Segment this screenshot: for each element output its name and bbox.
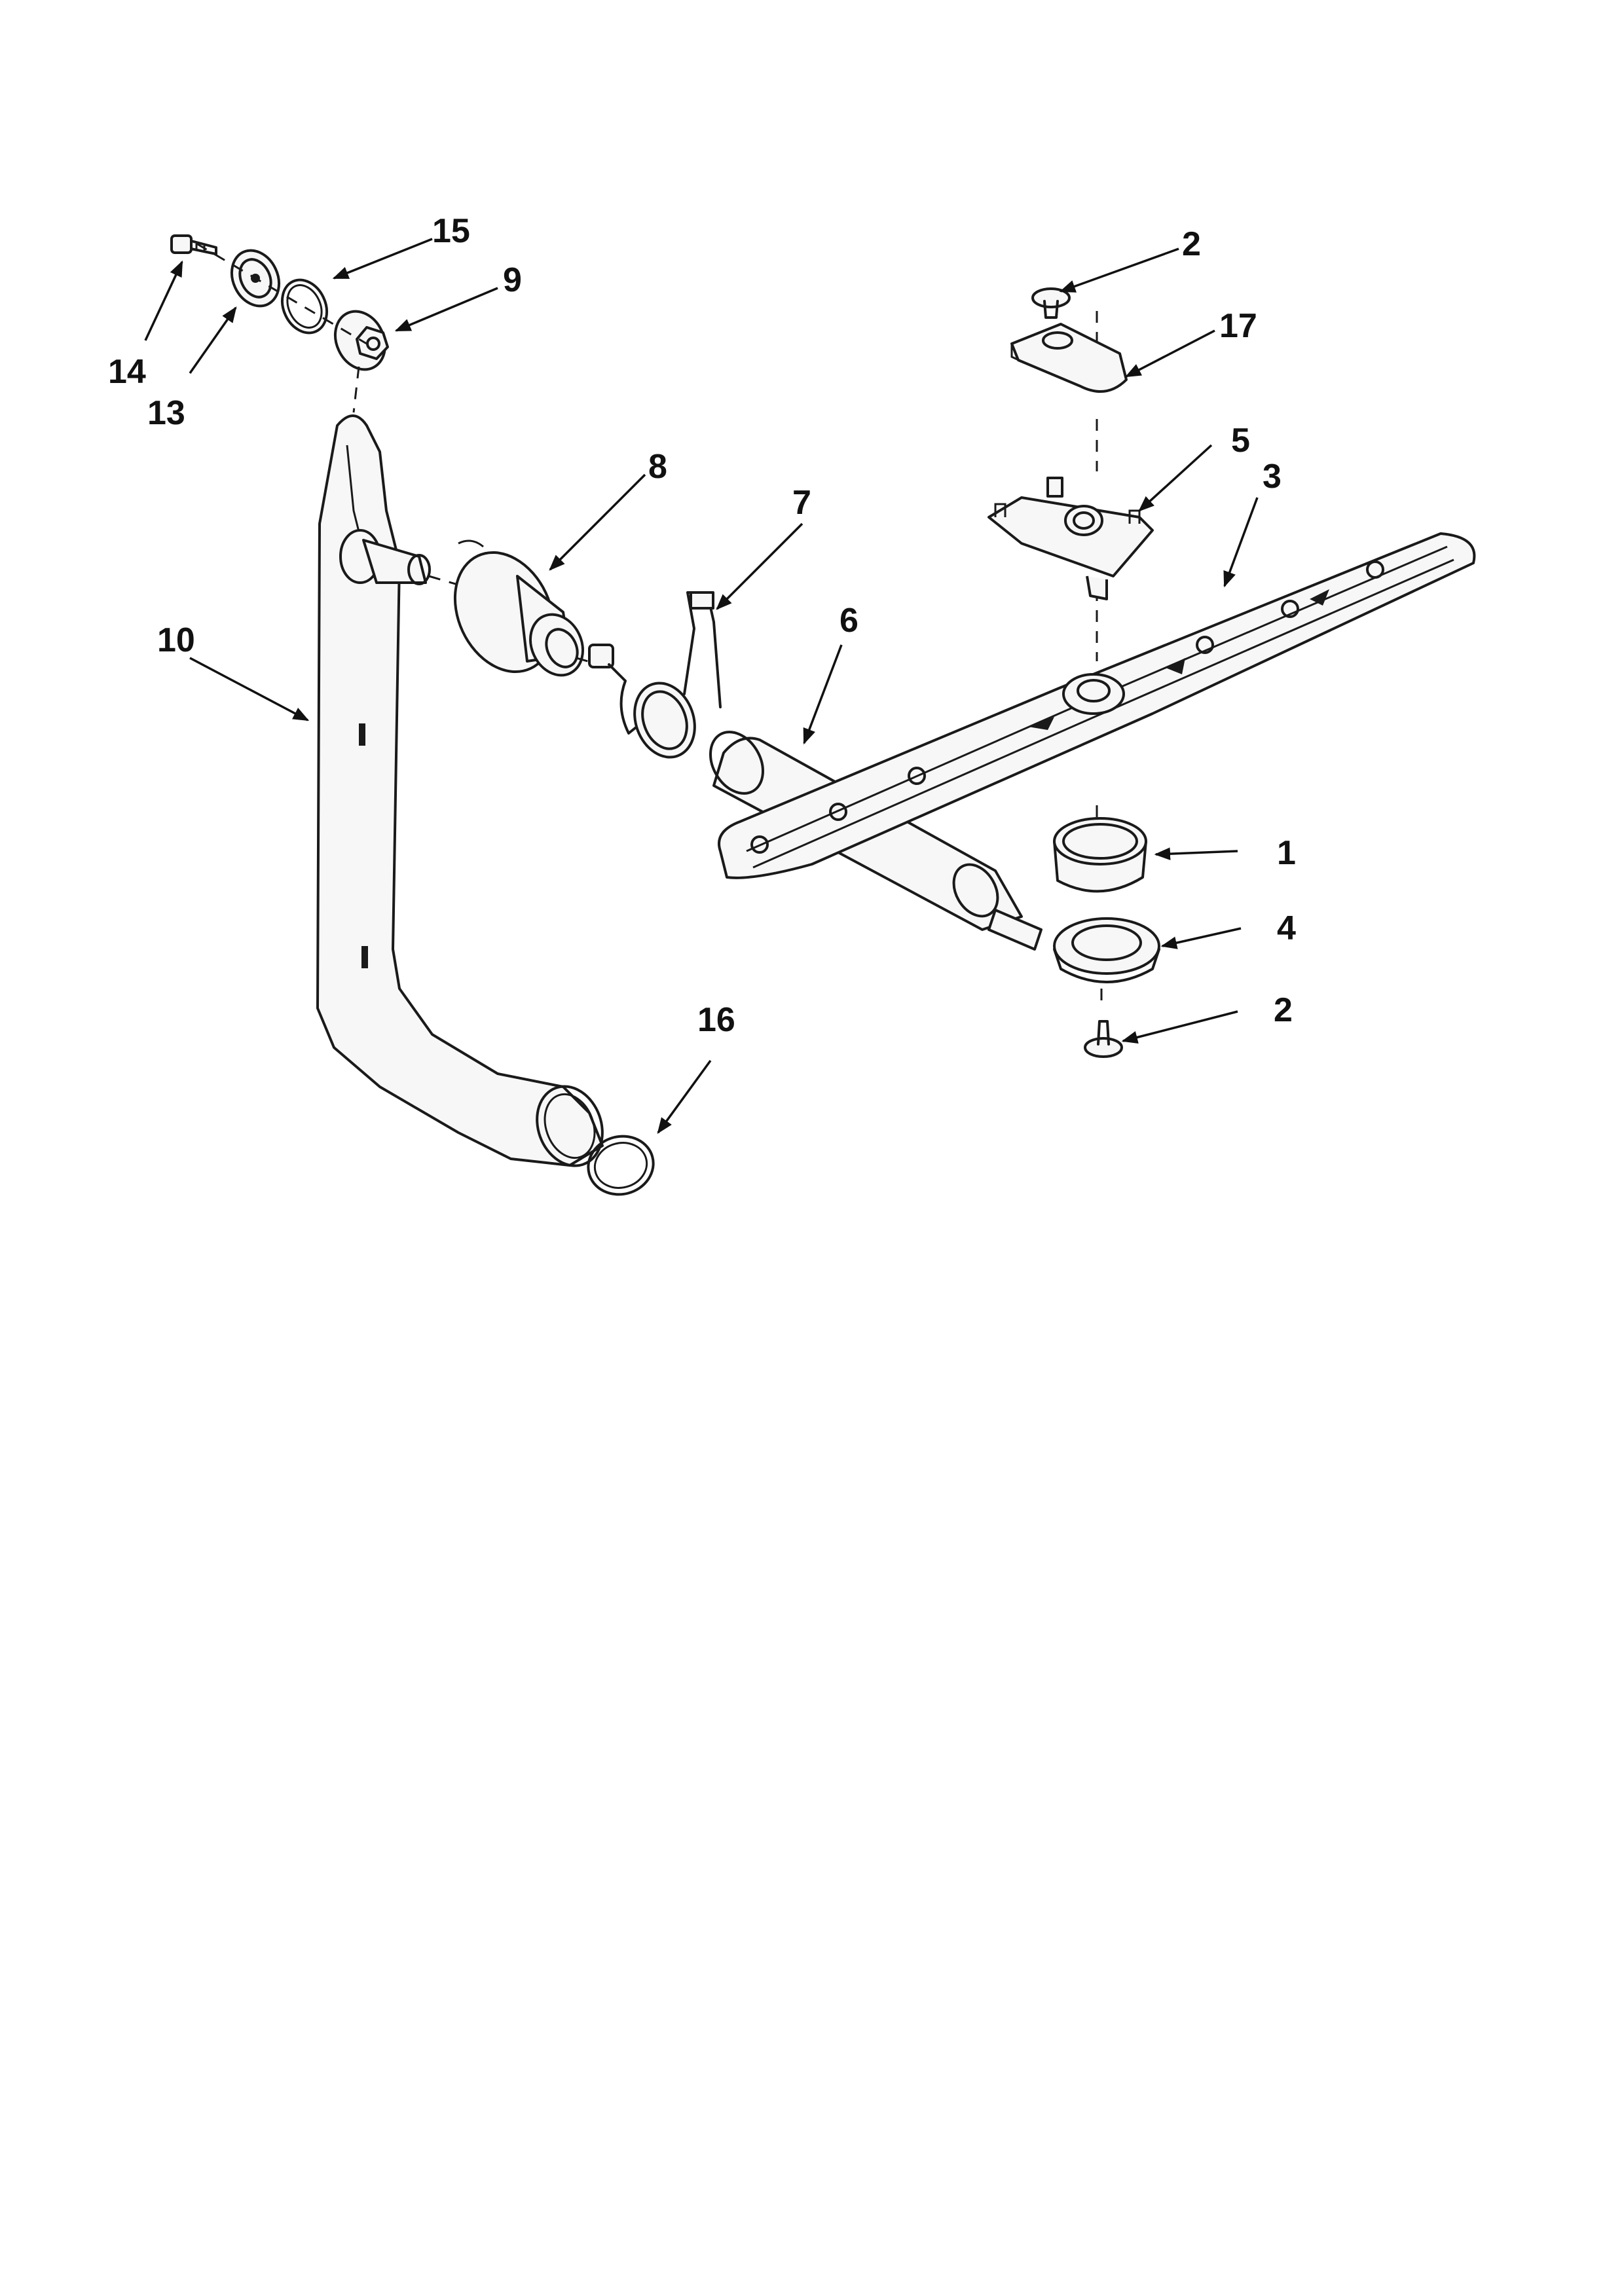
part-screw-2-bottom bbox=[1084, 1020, 1123, 1058]
callout-2-top: 2 bbox=[1182, 225, 1201, 263]
part-clip-7 bbox=[588, 591, 722, 759]
leader-16 bbox=[657, 1059, 712, 1134]
callout-14: 14 bbox=[108, 353, 146, 391]
callout-9: 9 bbox=[503, 261, 522, 299]
callout-8: 8 bbox=[648, 448, 667, 486]
leader-1 bbox=[1154, 847, 1238, 860]
leader-8 bbox=[549, 473, 646, 571]
callout-10: 10 bbox=[157, 621, 195, 659]
callout-17: 17 bbox=[1219, 307, 1257, 345]
part-oring-16 bbox=[587, 1135, 655, 1196]
part-supply-tube-10 bbox=[316, 414, 604, 1167]
callout-13: 13 bbox=[147, 394, 185, 432]
leader-13 bbox=[189, 306, 237, 374]
callout-5: 5 bbox=[1231, 422, 1250, 460]
leader-6 bbox=[803, 644, 843, 745]
part-hub-8 bbox=[453, 551, 584, 677]
leader-2-bottom bbox=[1121, 1010, 1238, 1044]
leader-4 bbox=[1160, 927, 1242, 949]
part-oring-15 bbox=[280, 278, 329, 335]
leader-10 bbox=[189, 657, 310, 721]
part-screw-14 bbox=[170, 234, 217, 255]
part-nut-9 bbox=[334, 310, 389, 371]
leader-17 bbox=[1124, 329, 1215, 378]
callout-16: 16 bbox=[697, 1001, 735, 1039]
leader-5 bbox=[1138, 444, 1213, 512]
callout-6: 6 bbox=[840, 602, 858, 640]
callout-1: 1 bbox=[1277, 834, 1296, 872]
callout-3: 3 bbox=[1263, 458, 1282, 496]
part-screw-2-top bbox=[1031, 287, 1071, 319]
part-mount-5 bbox=[987, 477, 1154, 600]
callout-15: 15 bbox=[432, 212, 470, 250]
part-bearing-4 bbox=[1053, 917, 1160, 983]
leader-3 bbox=[1223, 497, 1259, 588]
part-spray-arm-3 bbox=[718, 532, 1476, 879]
leader-15 bbox=[332, 238, 433, 280]
part-bracket-17 bbox=[1010, 323, 1128, 393]
callout-7: 7 bbox=[792, 484, 811, 522]
callout-4: 4 bbox=[1277, 909, 1296, 947]
part-ring-1 bbox=[1053, 817, 1147, 893]
callout-2-bottom: 2 bbox=[1274, 991, 1293, 1029]
leader-9 bbox=[394, 287, 498, 332]
leader-7 bbox=[716, 522, 803, 610]
leader-2-top bbox=[1059, 247, 1179, 293]
leader-14 bbox=[144, 260, 183, 341]
